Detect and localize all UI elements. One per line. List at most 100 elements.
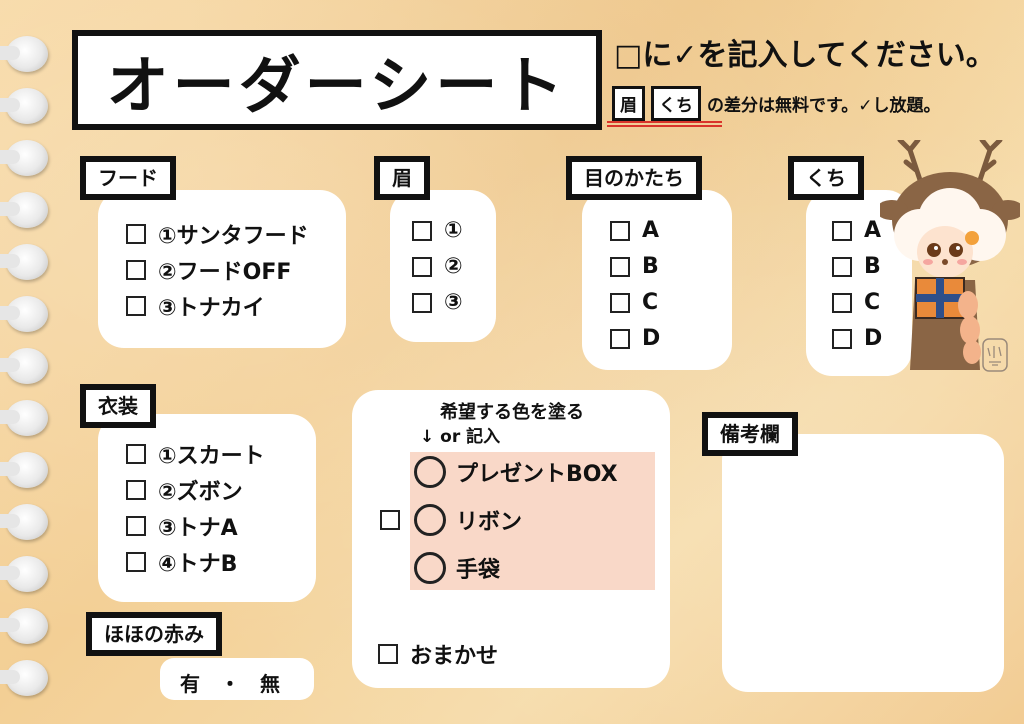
tag-mouth: くち [651,86,701,121]
color-request-checkbox[interactable] [380,510,400,530]
eye-shape-option-d[interactable]: D [610,326,660,351]
checkbox[interactable] [126,260,146,280]
checkbox[interactable] [610,256,630,277]
food-option-1[interactable]: ①サンタフード [126,218,309,250]
color-swatch-area[interactable] [410,452,655,590]
eye-shape-panel [582,190,732,370]
option-label: ① [444,218,463,243]
option-label: ①スカート [158,444,265,469]
costume-option-2[interactable]: ②ズボン [126,474,243,506]
binding-hole [0,88,48,124]
option-label: ②ズボン [158,480,243,505]
omakase-option[interactable]: おまかせ [378,638,498,670]
checkbox[interactable] [380,510,400,530]
binding-hole [0,348,48,384]
checkbox[interactable] [126,516,146,536]
option-label: プレゼントBOX [456,462,618,487]
option-label: B [642,254,659,279]
food-option-3[interactable]: ③トナカイ [126,290,265,322]
notes-label: 備考欄 [702,412,798,456]
mouth-option-a[interactable]: A [832,218,881,243]
color-circle[interactable] [414,504,446,536]
checkbox[interactable] [832,328,852,349]
eye-shape-option-b[interactable]: B [610,254,659,279]
color-circle[interactable] [414,456,446,488]
cheek-label: ほほの赤み [86,612,222,656]
color-option-present-box[interactable]: プレゼントBOX [414,456,618,488]
color-circle[interactable] [414,552,446,584]
eyebrow-option-2[interactable]: ② [412,254,463,279]
checkbox[interactable] [378,644,398,664]
binding-hole [0,296,48,332]
eyebrow-panel [390,190,496,342]
instruction-checkbox-glyph: □ [614,38,643,73]
color-heading: 希望する色を塗る [440,402,584,423]
instruction-text-2: の差分は無料です。✓し放題。 [707,96,941,116]
checkbox[interactable] [126,224,146,244]
binding-hole [0,400,48,436]
checkbox[interactable] [832,220,852,241]
binding-hole [0,36,48,72]
eyebrow-option-3[interactable]: ③ [412,290,463,315]
checkbox[interactable] [126,444,146,464]
checkbox[interactable] [832,256,852,277]
costume-label: 衣装 [80,384,156,428]
color-option-ribbon[interactable]: リボン [414,504,522,536]
instruction-text-1: に✓を記入してください。 [642,38,996,73]
option-label: ② [444,254,463,279]
binding-hole [0,504,48,540]
notes-area[interactable] [722,434,1004,692]
mouth-option-d[interactable]: D [832,326,882,351]
option-label: A [642,218,660,243]
option-label: D [642,326,661,351]
costume-option-3[interactable]: ③トナA [126,510,238,542]
checkbox[interactable] [412,292,432,313]
checkbox[interactable] [610,292,630,313]
binding-hole [0,556,48,592]
option-label: ①サンタフード [158,224,309,249]
option-label: 手袋 [456,558,501,583]
eye-shape-option-c[interactable]: C [610,290,658,315]
page-title: オーダーシート [106,49,568,122]
option-label: ③トナカイ [158,296,265,321]
color-subheading: ↓ or 記入 [420,427,501,447]
checkbox[interactable] [412,256,432,277]
option-label: C [864,290,881,315]
option-label: B [864,254,881,279]
instruction-line-1: □に✓を記入してください。 [614,30,996,74]
binding-hole [0,244,48,280]
eyebrow-option-1[interactable]: ① [412,218,463,243]
option-label: ④トナB [158,552,238,577]
red-underline [607,121,722,127]
checkbox[interactable] [412,220,432,241]
artist-stamp [982,338,1008,372]
option-label: C [642,290,659,315]
title-box: オーダーシート [72,30,602,130]
instruction-line-2: 眉 くち の差分は無料です。✓し放題。 [612,86,941,121]
cheek-panel [160,658,314,700]
costume-option-4[interactable]: ④トナB [126,546,237,578]
option-label: ③トナA [158,516,238,541]
food-option-2[interactable]: ②フードOFF [126,254,291,286]
option-label: おまかせ [410,644,499,669]
mouth-option-c[interactable]: C [832,290,880,315]
tag-eyebrow: 眉 [612,86,645,121]
eye-shape-option-a[interactable]: A [610,218,659,243]
checkbox[interactable] [126,480,146,500]
color-option-gloves[interactable]: 手袋 [414,552,500,584]
binding-hole [0,660,48,696]
option-label: ③ [444,290,463,315]
costume-option-1[interactable]: ①スカート [126,438,265,470]
mouth-option-b[interactable]: B [832,254,881,279]
option-label: ②フードOFF [158,260,292,285]
checkbox[interactable] [610,220,630,241]
cheek-options[interactable]: 有 ・ 無 [180,672,280,696]
binding-hole [0,452,48,488]
checkbox[interactable] [126,296,146,316]
checkbox[interactable] [832,292,852,313]
checkbox[interactable] [610,328,630,349]
binding-hole [0,192,48,228]
checkbox[interactable] [126,552,146,572]
eye-shape-label: 目のかたち [566,156,702,200]
binding-hole [0,608,48,644]
